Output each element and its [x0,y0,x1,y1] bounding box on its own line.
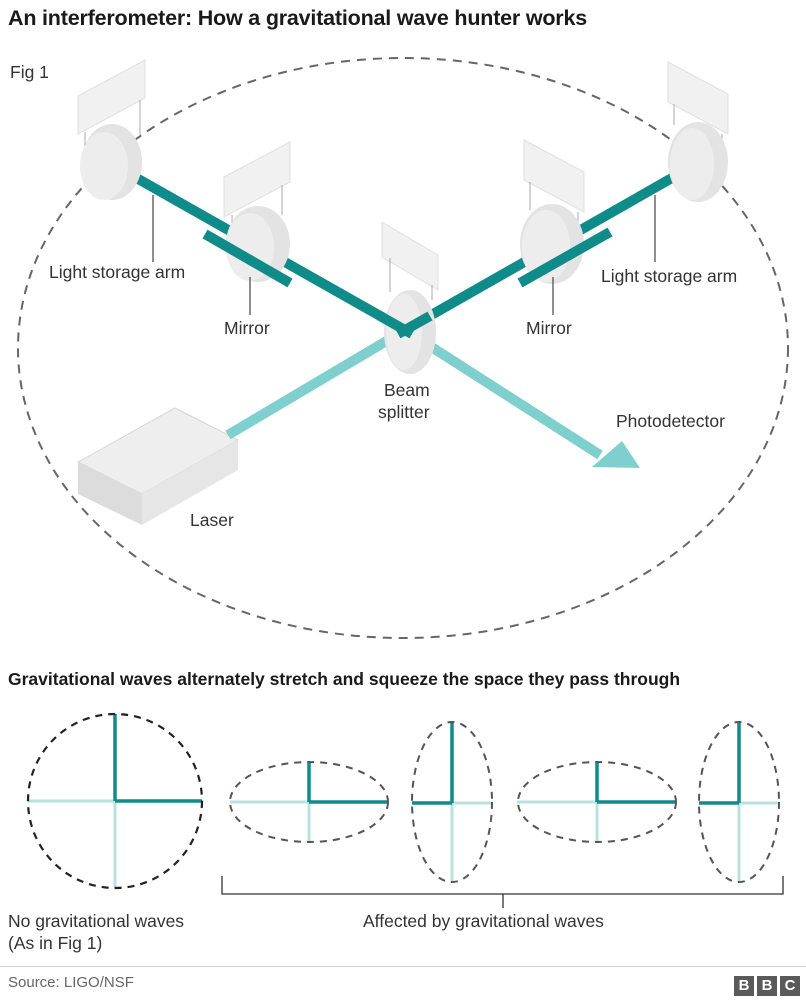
label-photodetector: Photodetector [616,411,725,431]
fig-label: Fig 1 [10,62,49,82]
label-beam-splitter-line1: Beam [384,380,430,400]
label-no-waves-line1: No gravitational waves [8,911,185,931]
label-light-storage-arm-left: Light storage arm [49,262,186,282]
leader-lines [152,195,656,315]
ellipse-stretched-vertical-2 [698,721,780,883]
subtitle: Gravitational waves alternately stretch … [8,669,681,689]
ellipse-stretched-horizontal-1 [229,761,389,843]
affected-bracket [221,876,784,908]
end-mirror-left [77,59,146,200]
label-mirror-left: Mirror [224,318,270,338]
label-light-storage-arm-right: Light storage arm [601,266,738,286]
label-no-waves-line2: (As in Fig 1) [8,933,103,953]
footer-divider [0,966,806,967]
label-mirror-right: Mirror [526,318,572,338]
label-beam-splitter-line2: splitter [378,402,430,422]
near-mirror-left [223,141,291,282]
end-mirror-right [667,61,729,202]
ellipse-stretched-vertical-1 [411,721,493,883]
ellipse-stretched-horizontal-2 [517,761,677,843]
photodetector-arrow [592,441,640,468]
laser-beam [225,325,640,468]
bbc-logo: B B C [734,976,800,996]
circle-no-waves [26,712,204,890]
figure-boundary-ellipse [17,57,789,639]
bbc-logo-letter: C [780,976,800,996]
beam-splitter [381,221,439,374]
bbc-logo-letter: B [734,976,754,996]
label-affected: Affected by gravitational waves [363,911,604,931]
laser-box [76,407,240,525]
bbc-logo-letter: B [757,976,777,996]
label-laser: Laser [190,510,234,530]
source-credit: Source: LIGO/NSF [8,974,134,991]
page-title: An interferometer: How a gravitational w… [8,6,587,30]
